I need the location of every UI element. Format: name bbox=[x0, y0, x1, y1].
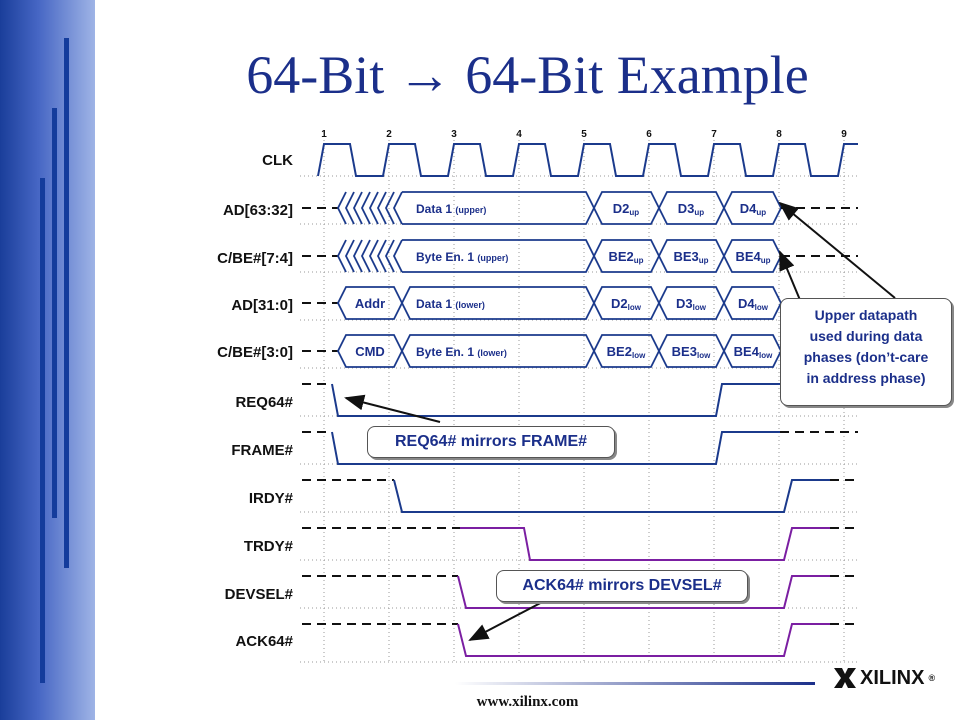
phase-label: BE2low bbox=[607, 344, 646, 360]
callout-line: in address phase) bbox=[806, 370, 926, 386]
bus-cbe-lower: CMD Byte En. 1 (lower) BE2low BE3low BE4… bbox=[302, 334, 783, 368]
title-right: 64-Bit Example bbox=[465, 45, 809, 105]
phase-label: BE4up bbox=[735, 249, 770, 265]
bus-cbe-upper: Byte En. 1 (upper) BE2up BE3up BE4up bbox=[302, 239, 858, 273]
signal-label-frame: FRAME# bbox=[231, 442, 293, 459]
clock-number: 5 bbox=[581, 129, 587, 140]
signal-label-cbe-lower: C/BE#[3:0] bbox=[217, 344, 293, 361]
callout-line: used during data bbox=[809, 328, 923, 344]
clock-number: 8 bbox=[776, 129, 782, 140]
phase-label: BE4low bbox=[734, 344, 773, 360]
phase-label: D2low bbox=[611, 296, 642, 312]
title-arrow: → bbox=[397, 45, 452, 105]
phase-label: BE2up bbox=[608, 249, 643, 265]
callout-ack64: ACK64# mirrors DEVSEL# bbox=[496, 570, 748, 602]
signal-label-clk: CLK bbox=[262, 152, 293, 169]
callout-arrow bbox=[468, 597, 551, 641]
phase-label: D4low bbox=[738, 296, 769, 312]
phase-label: BE3low bbox=[672, 344, 711, 360]
logo-text: XILINX bbox=[860, 666, 925, 689]
bus-label: Data 1 (upper) bbox=[416, 202, 486, 216]
page-title: 64-Bit → 64-Bit Example bbox=[0, 44, 960, 106]
signal-label-ad-upper: AD[63:32] bbox=[222, 202, 293, 219]
sidebar-stripe bbox=[64, 38, 69, 568]
callout-req64: REQ64# mirrors FRAME# bbox=[367, 426, 615, 458]
sidebar-stripe bbox=[52, 108, 57, 518]
callout-arrow bbox=[779, 250, 801, 301]
footer-line bbox=[455, 682, 815, 685]
phase-label: D2up bbox=[613, 201, 640, 217]
bus-label: Byte En. 1 (upper) bbox=[416, 250, 508, 264]
signal-label-trdy: TRDY# bbox=[243, 538, 293, 555]
callout-arrow bbox=[344, 394, 441, 423]
clk-waveform bbox=[317, 143, 858, 177]
addr-phase-label: Addr bbox=[355, 296, 385, 311]
devsel-waveform bbox=[302, 575, 858, 609]
phase-label: D4up bbox=[740, 201, 767, 217]
clock-number: 1 bbox=[321, 129, 327, 140]
bus-ad-upper: Data 1 (upper) D2up D3up D4up bbox=[302, 191, 858, 225]
signal-label-cbe-upper: C/BE#[7:4] bbox=[217, 250, 293, 267]
cmd-phase-label: CMD bbox=[355, 344, 385, 359]
req64-waveform bbox=[302, 383, 780, 417]
xilinx-x-icon bbox=[834, 668, 856, 688]
phase-label: D3low bbox=[676, 296, 707, 312]
footer-url: www.xilinx.com bbox=[476, 694, 579, 710]
callout-line: phases (don’t-care bbox=[803, 349, 929, 365]
bus-ad-lower: Addr Data 1 (lower) D2low D3low D4low bbox=[302, 286, 783, 320]
irdy-waveform bbox=[302, 479, 858, 513]
signal-label-devsel: DEVSEL# bbox=[224, 586, 293, 603]
bus-label: Data 1 (lower) bbox=[416, 297, 485, 311]
frame-waveform bbox=[302, 431, 858, 465]
callout-arrow bbox=[778, 201, 896, 299]
bus-label: Byte En. 1 (lower) bbox=[416, 345, 507, 359]
phase-label: BE3up bbox=[673, 249, 708, 265]
sidebar-stripe bbox=[40, 178, 45, 683]
clock-number: 7 bbox=[711, 129, 717, 140]
clock-number: 4 bbox=[516, 129, 522, 140]
title-left: 64-Bit bbox=[246, 45, 385, 105]
signal-label-ad-lower: AD[31:0] bbox=[231, 297, 293, 314]
signal-label-req64: REQ64# bbox=[235, 394, 293, 411]
callout-line: Upper datapath bbox=[814, 307, 918, 323]
callout-upper-datapath: Upper datapath used during data phases (… bbox=[780, 298, 952, 406]
ack64-waveform bbox=[302, 623, 858, 657]
sidebar-decoration bbox=[0, 0, 95, 720]
clock-number: 9 bbox=[841, 129, 847, 140]
trdy-waveform bbox=[302, 527, 858, 561]
clock-number: 3 bbox=[451, 129, 457, 140]
signal-label-ack64: ACK64# bbox=[235, 633, 293, 650]
clock-number: 2 bbox=[386, 129, 392, 140]
clock-number: 6 bbox=[646, 129, 652, 140]
signal-label-irdy: IRDY# bbox=[248, 490, 293, 507]
phase-label: D3up bbox=[678, 201, 705, 217]
logo-registered: ® bbox=[928, 673, 936, 683]
xilinx-logo: XILINX ® bbox=[832, 666, 935, 690]
